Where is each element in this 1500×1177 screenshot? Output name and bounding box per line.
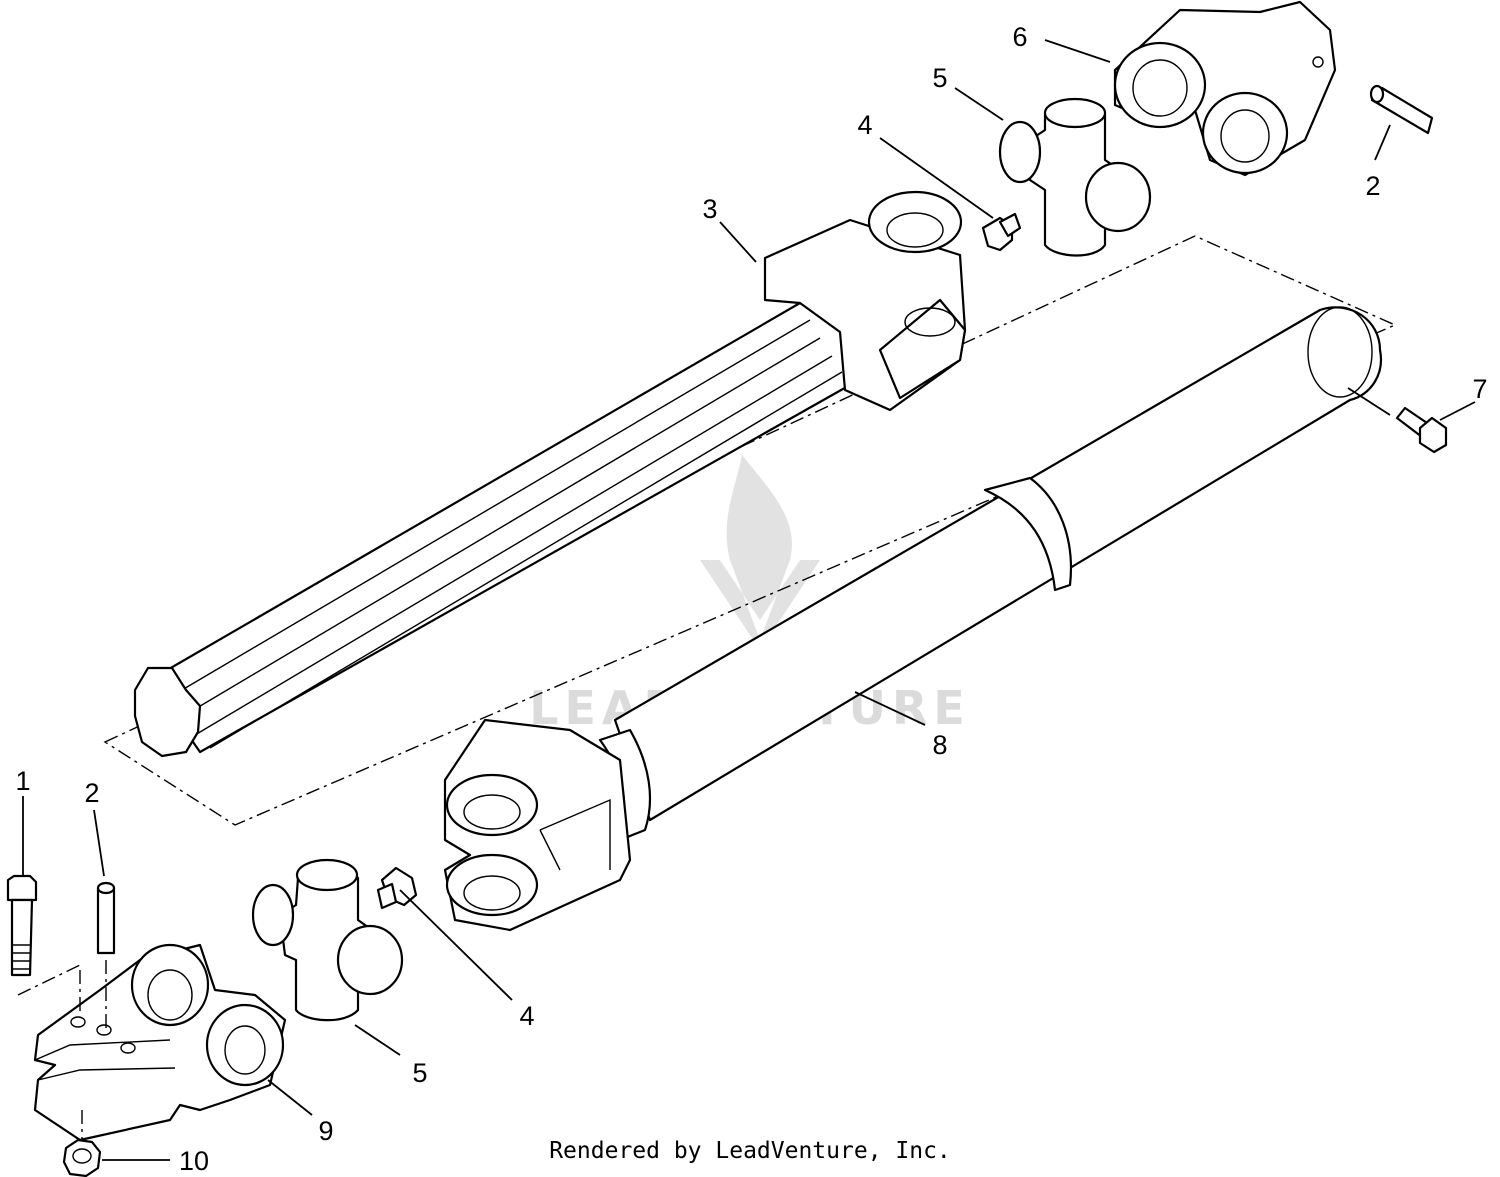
alignment-dashed-outline (103, 235, 1397, 826)
callout-4-bottom: 4 (519, 1001, 534, 1031)
part-9-clamp-yoke (33, 943, 287, 1142)
part-4-grease-fitting-bottom (376, 866, 418, 910)
part-8-tube-shaft-yoke (443, 306, 1383, 932)
part-5-universal-cross-top (998, 97, 1152, 257)
callout-7: 7 (1472, 374, 1487, 404)
part-4-grease-fitting-top (981, 212, 1022, 252)
part-7-bolt (1395, 406, 1448, 454)
callout-5-top: 5 (932, 63, 947, 93)
part-5-universal-cross-bottom (251, 858, 404, 1022)
bolt-alignment-line (17, 960, 107, 1140)
callout-labels: 1 2 2 3 4 4 5 5 6 7 8 9 10 (15, 22, 1487, 1176)
part-10-hex-nut (62, 1138, 102, 1177)
part-1-hex-bolt (6, 874, 38, 977)
callout-2-top: 2 (1365, 171, 1380, 201)
part-2-roll-pin-bottom (96, 881, 116, 955)
callout-1: 1 (15, 766, 30, 796)
part-3-splined-shaft-yoke (133, 190, 967, 758)
callout-5-bottom: 5 (412, 1058, 427, 1088)
rendered-by-credit: Rendered by LeadVenture, Inc. (549, 1138, 951, 1164)
callout-9: 9 (318, 1116, 333, 1146)
part-2-roll-pin-top (1369, 84, 1434, 135)
watermark-flame-logo (700, 455, 820, 650)
callout-10: 10 (179, 1146, 209, 1176)
callout-leader-lines (22, 39, 1476, 1161)
callout-6: 6 (1012, 22, 1027, 52)
callout-4-top: 4 (857, 110, 872, 140)
part-6-yoke (1113, 0, 1337, 177)
callout-2-bottom: 2 (84, 778, 99, 808)
callout-8: 8 (932, 730, 947, 760)
callout-3: 3 (702, 194, 717, 224)
